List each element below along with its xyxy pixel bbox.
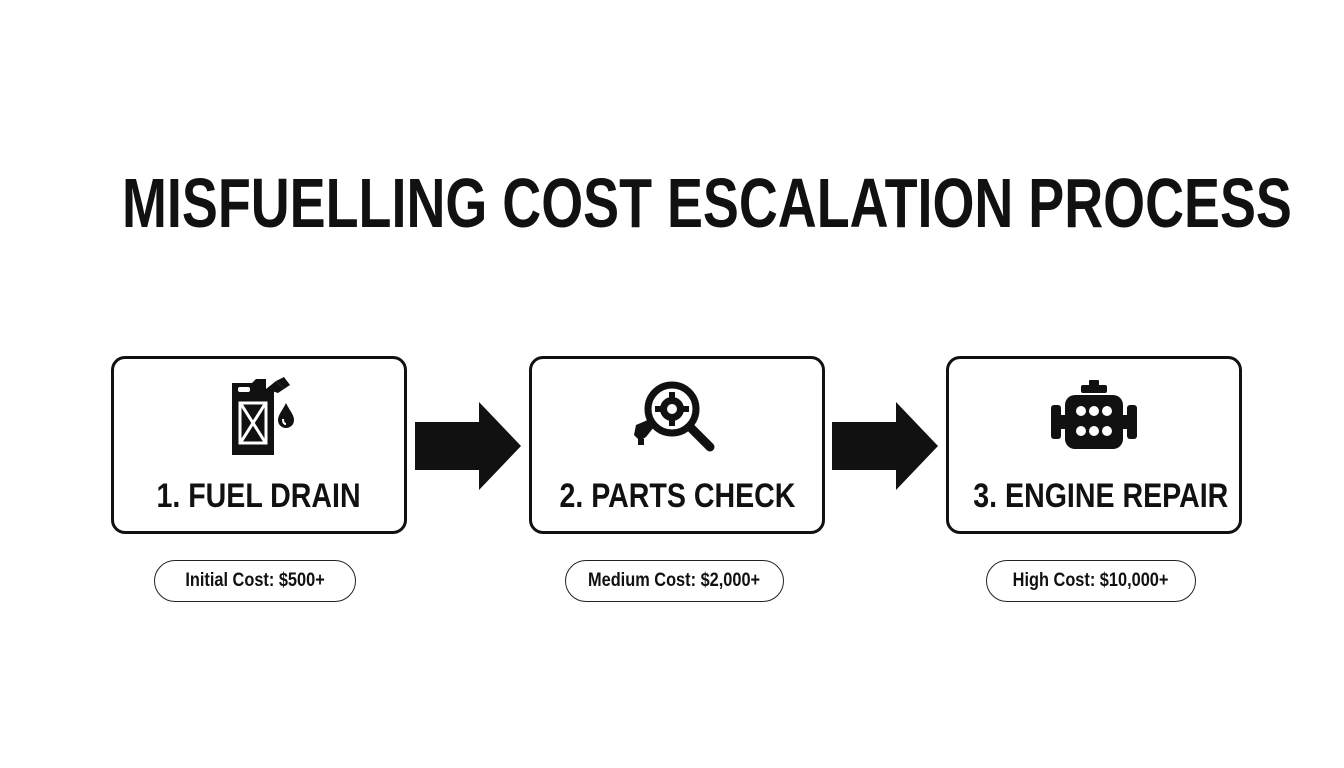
diagram-title: MISFUELLING COST ESCALATION PROCESS: [122, 164, 1292, 242]
engine-icon: [1051, 380, 1137, 449]
cost-badge-initial: Initial Cost: $500+: [154, 560, 356, 602]
arrow-right-icon: [415, 402, 521, 490]
step-label: 3. ENGINE REPAIR: [973, 477, 1229, 515]
arrow-right-icon: [832, 402, 938, 490]
step-engine-repair: 3. ENGINE REPAIR: [946, 356, 1242, 534]
cost-badge-high: High Cost: $10,000+: [986, 560, 1196, 602]
step-label: 2. PARTS CHECK: [559, 477, 795, 515]
cost-badge-medium: Medium Cost: $2,000+: [565, 560, 784, 602]
step-parts-check: 2. PARTS CHECK: [529, 356, 825, 534]
step-fuel-drain: 1. FUEL DRAIN: [111, 356, 407, 534]
step-label: 1. FUEL DRAIN: [156, 477, 362, 515]
magnifier-gear-icon: [634, 381, 715, 452]
fuel-can-icon: [232, 377, 294, 455]
